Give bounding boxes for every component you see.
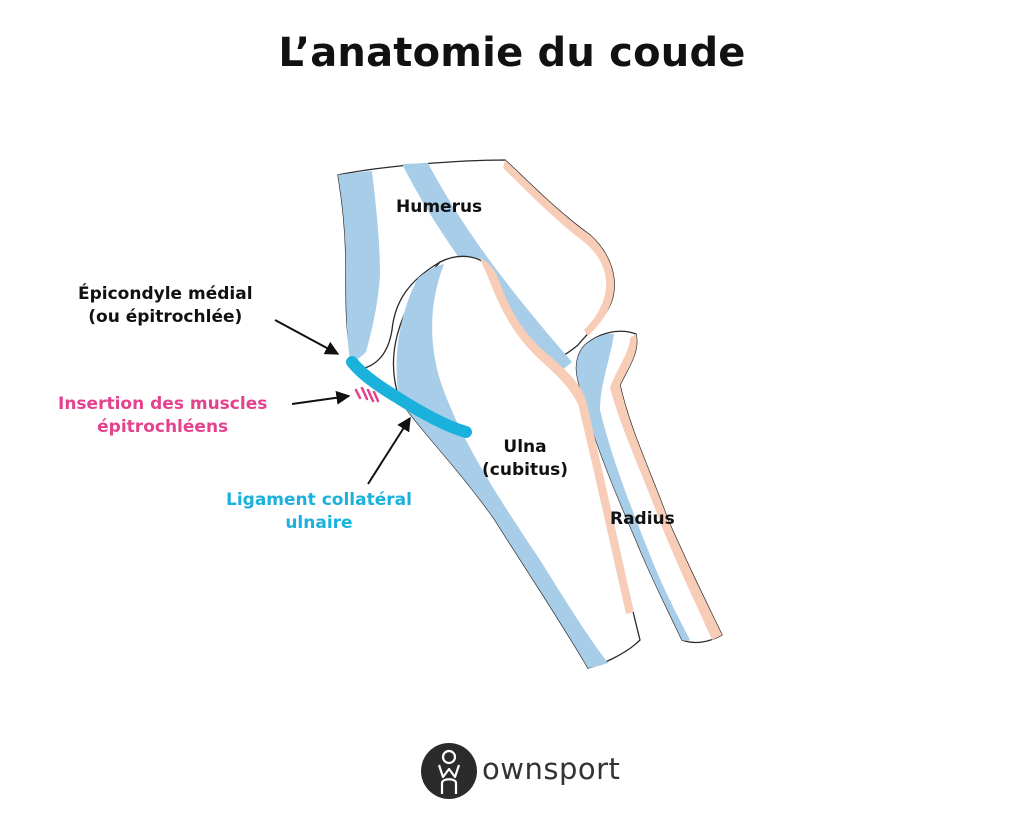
ownsport-logo-icon: [421, 743, 477, 799]
brand-name: ownsport: [482, 752, 621, 786]
page-title: L’anatomie du coude: [278, 30, 746, 76]
muscle-insertion-marks: [354, 386, 380, 403]
ulnar-collateral-ligament: [346, 356, 472, 438]
label-ligament: Ligament collatéral ulnaire: [226, 490, 412, 533]
epicondyle-arrow: [274, 319, 340, 355]
label-insertion: Insertion des muscles épitrochléens: [58, 394, 268, 437]
ulna-bone: [392, 255, 641, 669]
insertion-arrow: [291, 390, 351, 405]
label-ulna: Ulna (cubitus): [482, 437, 569, 480]
ligament-arrow: [367, 416, 411, 485]
label-humerus: Humerus: [396, 197, 483, 217]
label-epicondyle: Épicondyle médial (ou épitrochlée): [78, 284, 253, 327]
radius-bone: [575, 330, 723, 644]
label-radius: Radius: [610, 509, 675, 529]
